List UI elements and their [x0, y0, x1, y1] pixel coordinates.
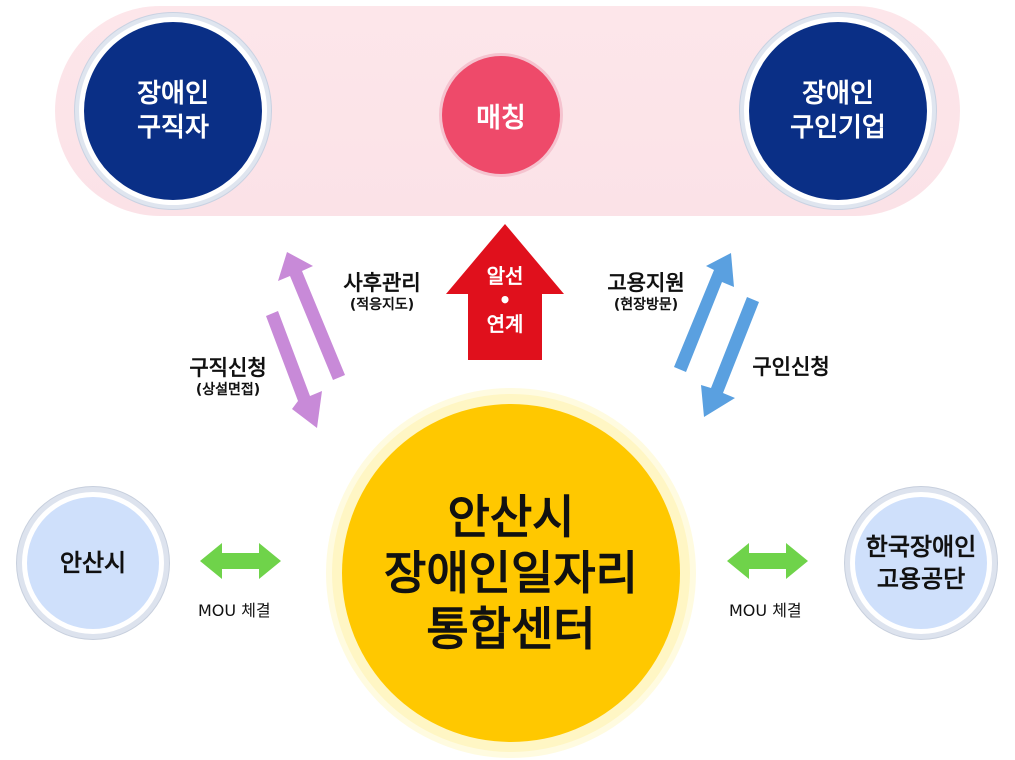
employment-support-main: 고용지원	[607, 271, 685, 295]
green-double-arrow-right	[727, 543, 808, 579]
employment-support-label: 고용지원 (현장방문)	[600, 270, 692, 314]
aftercare-main: 사후관리	[343, 271, 421, 295]
kead-line2: 고용공단	[876, 565, 966, 593]
job-application-sub: (상설면접)	[195, 382, 261, 398]
center-line1: 안산시	[447, 490, 575, 544]
jobseeker-line1: 장애인	[137, 79, 209, 109]
kead-line1: 한국장애인	[865, 533, 977, 561]
recruitment-request-label: 구인신청	[745, 354, 837, 380]
ansan-city-circle: 안산시	[27, 497, 159, 629]
recruitment-request-main: 구인신청	[752, 355, 830, 379]
center-line2: 장애인일자리	[384, 546, 638, 600]
matching-circle: 매칭	[442, 56, 560, 174]
employment-support-sub: (현장방문)	[613, 297, 679, 313]
job-application-label: 구직신청 (상설면접)	[182, 355, 274, 399]
referral-line1: 알선	[486, 264, 524, 288]
blue-up-arrow	[674, 253, 734, 372]
red-up-arrow	[446, 224, 564, 360]
mou-right-label: MOU 체결	[729, 601, 802, 620]
referral-label: 알선 • 연계	[468, 264, 542, 336]
matching-label: 매칭	[476, 102, 526, 134]
blue-down-arrow	[701, 297, 759, 417]
center-circle: 안산시 장애인일자리 통합센터	[342, 404, 680, 742]
aftercare-label: 사후관리 (적응지도)	[336, 270, 428, 314]
referral-line2: 연계	[486, 312, 524, 336]
employer-line1: 장애인	[802, 79, 874, 109]
employer-line2: 구인기업	[790, 113, 886, 143]
jobseeker-circle: 장애인 구직자	[84, 22, 262, 200]
green-double-arrow-left	[200, 543, 281, 579]
job-application-main: 구직신청	[189, 356, 267, 380]
referral-dot: •	[498, 288, 512, 312]
jobseeker-line2: 구직자	[137, 113, 209, 143]
purple-up-arrow	[278, 252, 345, 380]
purple-down-arrow	[266, 311, 322, 428]
aftercare-sub: (적응지도)	[349, 297, 415, 313]
kead-circle: 한국장애인 고용공단	[855, 497, 987, 629]
mou-left-label: MOU 체결	[198, 601, 271, 620]
center-line3: 통합센터	[426, 602, 596, 656]
ansan-city-label: 안산시	[59, 549, 127, 577]
employer-circle: 장애인 구인기업	[749, 22, 927, 200]
